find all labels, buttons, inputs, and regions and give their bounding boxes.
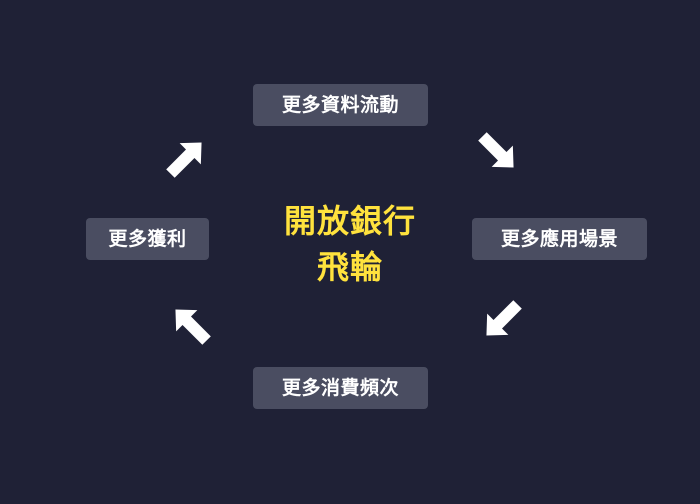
arrow-right-to-bottom xyxy=(475,293,529,347)
node-label: 更多獲利 xyxy=(108,227,187,250)
arrow-bottom-to-left xyxy=(164,298,218,352)
arrow-top-to-right xyxy=(471,125,525,179)
center-title: 開放銀行 飛輪 xyxy=(230,198,470,290)
node-label: 更多應用場景 xyxy=(500,227,618,250)
node-label: 更多消費頻次 xyxy=(281,376,399,399)
center-title-line2: 飛輪 xyxy=(316,248,383,286)
node-label: 更多資料流動 xyxy=(281,93,399,116)
node-more-application-scenarios: 更多應用場景 xyxy=(472,218,647,260)
node-more-profit: 更多獲利 xyxy=(86,218,209,260)
node-more-data-flow: 更多資料流動 xyxy=(253,84,428,126)
node-more-consumption-frequency: 更多消費頻次 xyxy=(253,367,428,409)
arrow-left-to-top xyxy=(159,131,213,185)
center-title-line1: 開放銀行 xyxy=(283,202,416,240)
